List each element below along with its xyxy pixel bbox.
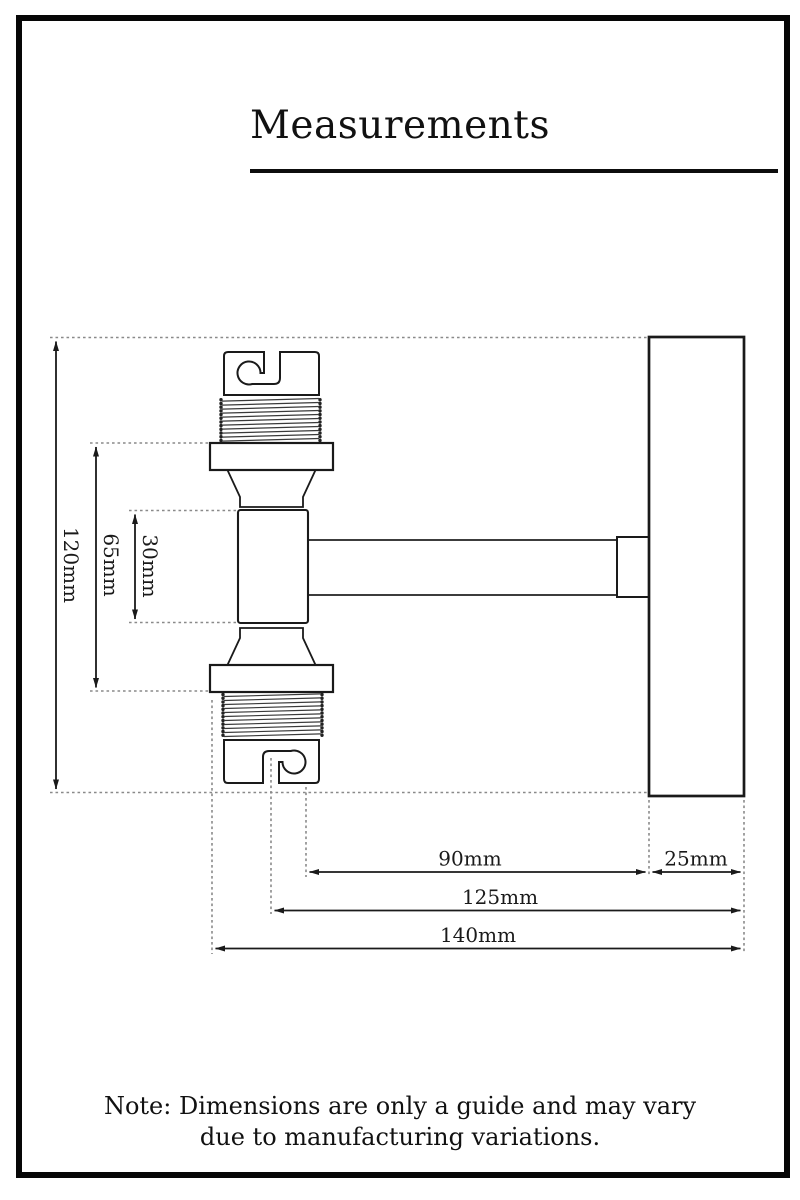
extension-lines (50, 336, 745, 954)
fixture (208, 335, 746, 798)
dimension-label-65mm: 65mm (99, 533, 123, 596)
note-line-2: due to manufacturing variations. (199, 1122, 601, 1151)
dimension-socket-span: 65mm (93, 446, 123, 688)
dimension-label-30mm: 30mm (138, 534, 162, 597)
dimension-label-120mm: 120mm (59, 527, 83, 603)
dimension-mid-projection: 125mm (274, 885, 741, 914)
page-border-frame (16, 15, 790, 1178)
top-lamp-holder (208, 350, 335, 509)
dimension-label-90mm: 90mm (438, 847, 501, 871)
dimension-overall-height: 120mm (53, 341, 83, 790)
dimension-label-25mm: 25mm (664, 847, 727, 871)
dimension-plate-width: 25mm (652, 847, 741, 875)
dimension-label-125mm: 125mm (462, 885, 538, 909)
page-title: Measurements (250, 103, 550, 148)
dimension-body-length: 30mm (132, 514, 162, 620)
arm-collar (616, 536, 651, 598)
title-underline (250, 169, 778, 173)
note-line-1: Note: Dimensions are only a guide and ma… (103, 1092, 697, 1120)
disclaimer-note: Note: Dimensions are only a guide and ma… (0, 1091, 800, 1152)
mounting-arm (307, 539, 619, 596)
dimension-label-140mm: 140mm (440, 923, 516, 947)
dimension-arm-projection: 90mm (309, 847, 646, 875)
wall-plate (647, 335, 746, 798)
center-body (236, 508, 310, 625)
dimension-overall-projection: 140mm (215, 923, 741, 952)
